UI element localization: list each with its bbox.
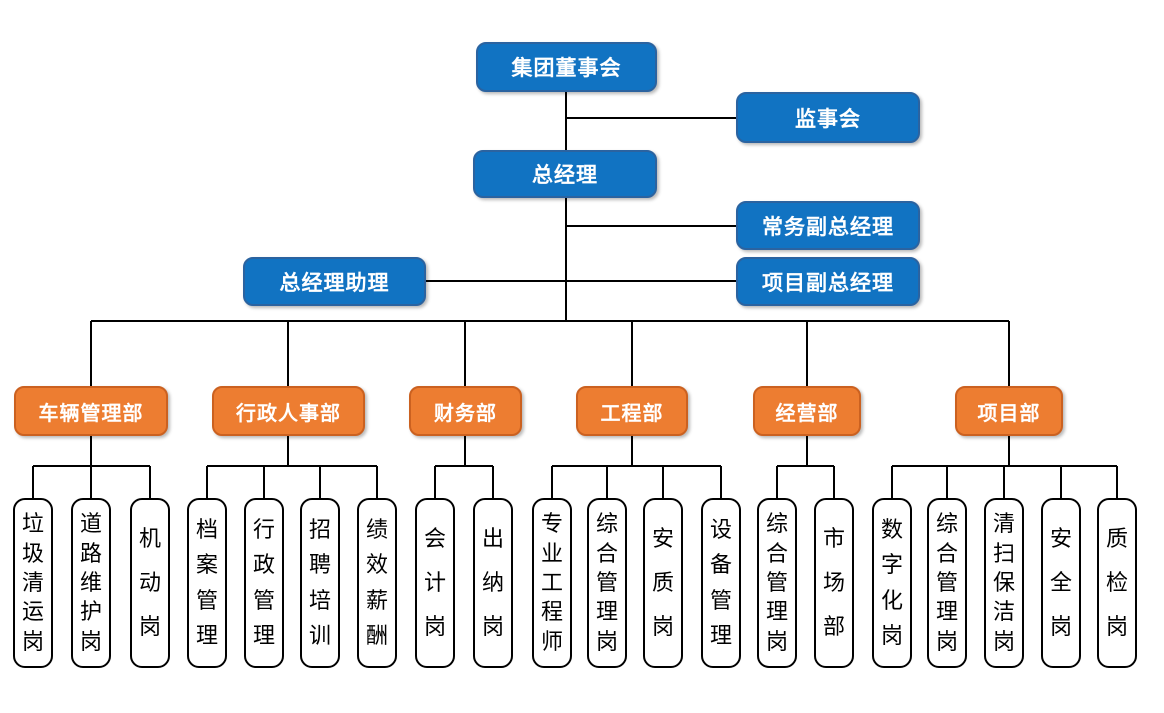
node-post-general-management-ops: 综合管理岗 <box>757 498 797 668</box>
node-post-performance-compensation: 绩效薪酬 <box>357 498 397 668</box>
node-board: 集团董事会 <box>476 42 657 92</box>
node-post-sweeping-cleaning: 清扫保洁岗 <box>984 498 1024 668</box>
node-post-safety-quality: 安质岗 <box>643 498 683 668</box>
node-gm-assistant: 总经理助理 <box>243 257 426 306</box>
node-post-archives-management: 档案管理 <box>187 498 227 668</box>
node-post-quality-inspection: 质检岗 <box>1097 498 1137 668</box>
node-post-recruitment-training: 招聘培训 <box>300 498 340 668</box>
node-post-digitalization: 数字化岗 <box>872 498 912 668</box>
node-post-safety: 安全岗 <box>1041 498 1081 668</box>
node-post-professional-engineer: 专业工程师 <box>532 498 572 668</box>
node-general-manager: 总经理 <box>473 150 657 198</box>
node-dept-admin-hr: 行政人事部 <box>212 386 365 436</box>
node-dept-operations: 经营部 <box>753 386 861 436</box>
node-dept-finance: 财务部 <box>409 386 522 436</box>
node-post-mobile: 机动岗 <box>130 498 170 668</box>
node-dept-project: 项目部 <box>955 386 1063 436</box>
node-post-admin-management: 行政管理 <box>244 498 284 668</box>
node-post-equipment-management: 设备管理 <box>701 498 741 668</box>
node-post-market: 市场部 <box>814 498 854 668</box>
connector-path <box>32 92 1118 498</box>
node-post-general-management-proj: 综合管理岗 <box>927 498 967 668</box>
node-post-garbage-collection: 垃圾清运岗 <box>13 498 53 668</box>
node-post-road-maintenance: 道路维护岗 <box>71 498 111 668</box>
node-dept-vehicle-management: 车辆管理部 <box>14 386 168 436</box>
node-post-accounting: 会计岗 <box>415 498 455 668</box>
node-post-general-management-eng: 综合管理岗 <box>587 498 627 668</box>
node-deputy-gm-project: 项目副总经理 <box>736 257 920 306</box>
node-deputy-gm-executive: 常务副总经理 <box>736 201 920 250</box>
node-supervisory-board: 监事会 <box>736 92 920 143</box>
node-post-cashier: 出纳岗 <box>473 498 513 668</box>
node-dept-engineering: 工程部 <box>576 386 688 436</box>
